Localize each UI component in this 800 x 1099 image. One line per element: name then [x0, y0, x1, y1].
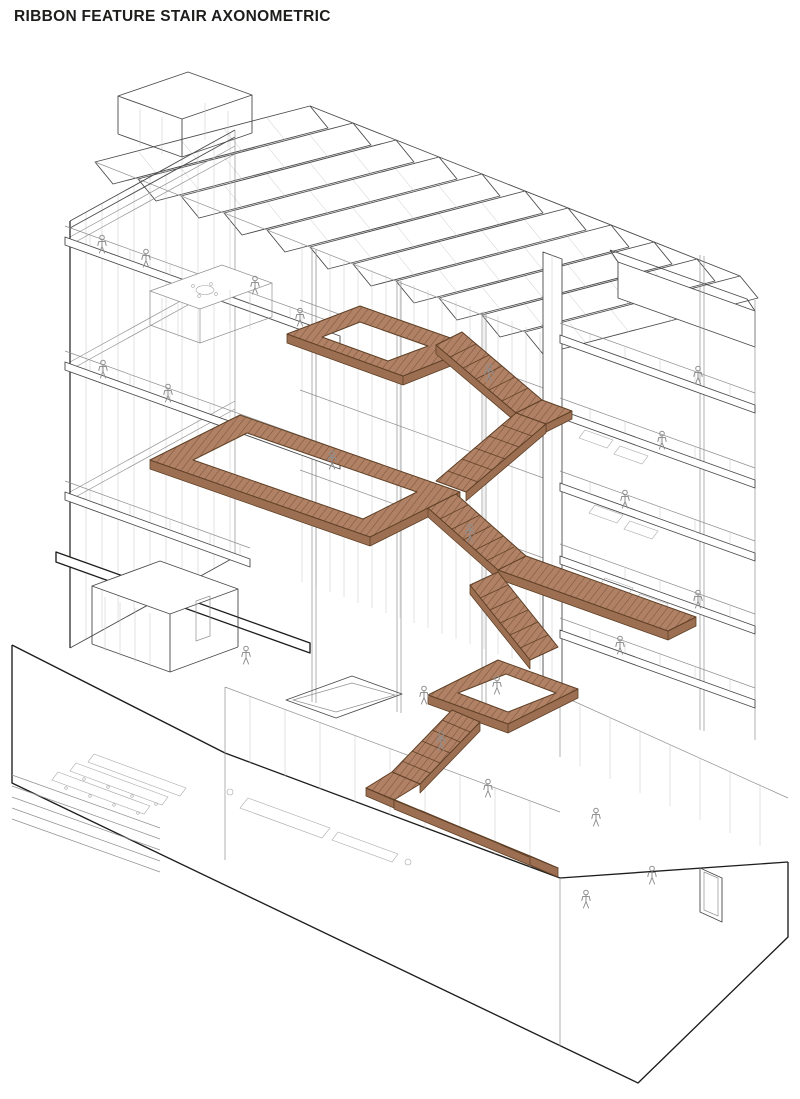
stair-flight-2 [435, 412, 547, 493]
ribbon-stair [149, 305, 697, 878]
right-floor-slabs [559, 322, 756, 709]
clerestory-box [117, 71, 253, 158]
lower-level-interior [51, 753, 412, 866]
stair-landing-bridge [497, 555, 697, 632]
ground-plinth [11, 644, 789, 1084]
meeting-room-box [148, 264, 274, 344]
service-door [699, 867, 723, 923]
page-title: RIBBON FEATURE STAIR AXONOMETRIC [14, 8, 331, 25]
stair-landing-lower [427, 659, 579, 725]
sawtooth-roof [94, 105, 759, 355]
pool-void [285, 675, 403, 719]
right-facade [559, 255, 756, 740]
stair-loop-landing [149, 414, 461, 538]
stepped-seating [11, 774, 161, 873]
annex-box [91, 560, 239, 673]
